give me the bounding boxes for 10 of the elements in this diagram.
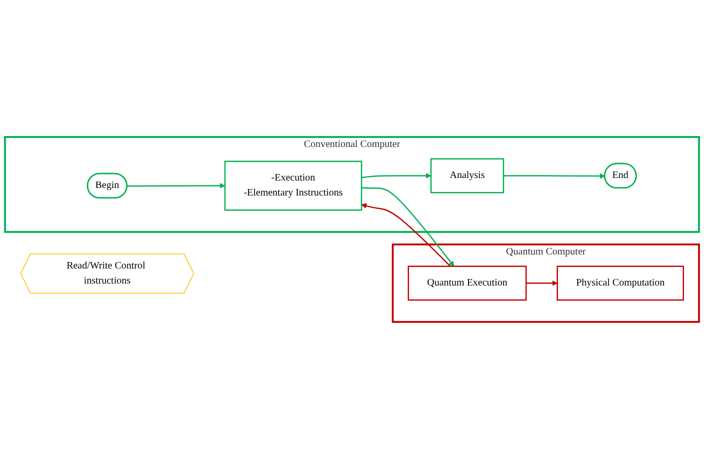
arrow	[127, 182, 226, 188]
node-box: Analysis	[430, 158, 504, 193]
arrow	[361, 172, 432, 178]
node-box: Physical Computation	[556, 265, 684, 300]
arrow	[361, 202, 451, 266]
arrow	[526, 280, 558, 286]
node-box: Quantum Execution	[408, 265, 527, 300]
arrow	[503, 172, 606, 178]
node-box: -Execution -Elementary Instructions	[224, 160, 362, 210]
arrow	[362, 186, 454, 266]
